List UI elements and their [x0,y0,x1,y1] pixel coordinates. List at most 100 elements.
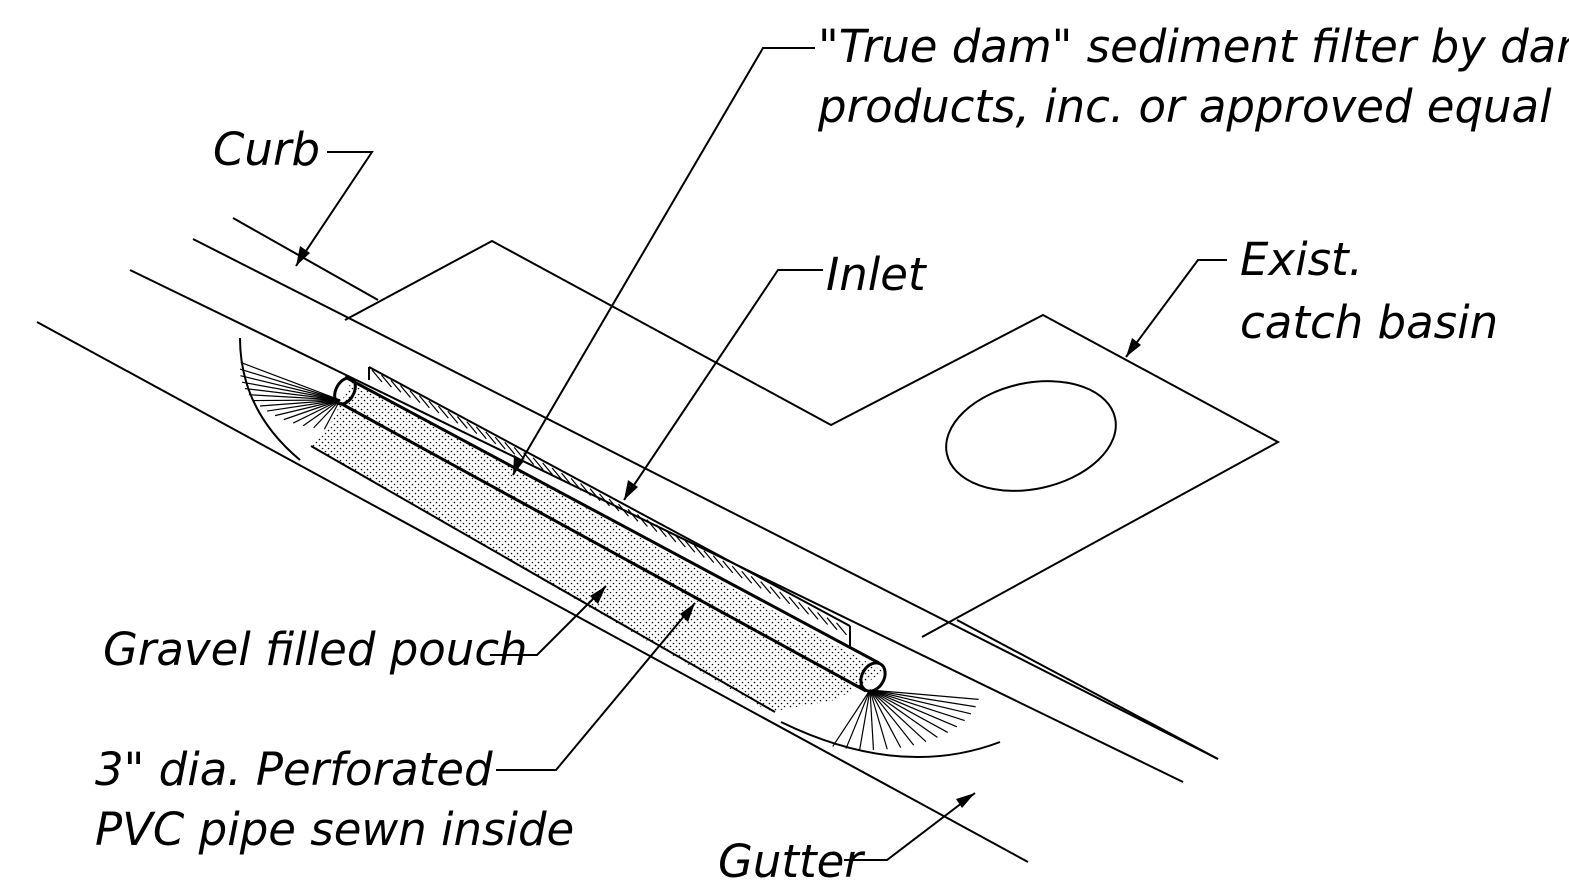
right-fan-line [869,689,979,700]
right-fan-line [869,689,976,708]
right-fan-line [869,689,875,751]
inlet-hatch-line [807,606,819,620]
right-fan-line [869,689,949,733]
inlet-hatch-line [741,570,753,584]
left-fan-line [253,399,341,402]
right-fan-line [869,689,972,715]
curb-label: Curb [213,123,320,176]
left-fan-line [292,399,341,424]
pipe-label-line1: 3" dia. Perforated [95,743,493,796]
right-fan-line [869,689,888,750]
pipe-label-line2: PVC pipe sewn inside [95,803,574,856]
inlet-hatch-line [646,519,658,533]
inlet-hatch-line [589,488,601,502]
inlet-hatch-line [437,405,449,419]
left-fan-line [323,399,341,430]
inlet-hatch-line [826,617,838,631]
right-fan-line [845,689,871,749]
basin-label-line2: catch basin [1240,296,1498,349]
left-fan-line [241,381,341,401]
left-fan-line [240,361,341,401]
catch-basin-grate [945,380,1117,492]
inlet-hatch-line [599,493,610,507]
inlet-hatch-line [381,374,392,388]
inlet-hatch-line [817,612,829,625]
right-fan-line [859,689,871,750]
inlet-hatch-line [636,514,648,527]
inlet-hatch-line [399,385,411,398]
right-fan-line [869,689,965,722]
basin-label-line1: Exist. [1240,233,1363,286]
inlet-hatch-line [788,596,800,610]
inlet-opening [368,366,851,646]
leader-pouch [490,585,607,656]
left-fan-line [283,399,341,421]
inlet-hatch-line [703,550,715,563]
inlet-hatch-line [608,498,620,512]
inlet-hatch-line [570,477,582,491]
inlet-hatch-line [561,472,573,486]
catch-basin-outline [344,239,1281,638]
inlet-hatch-line [532,457,544,471]
inlet-hatch-line [769,586,781,600]
inlet-hatch-line [674,534,686,548]
inlet-hatch-line [712,555,724,569]
inlet-hatch-line [409,390,421,404]
left-fan-line [244,387,341,401]
inlet-hatch-line [618,503,629,517]
inlet-hatch-line [494,436,506,450]
inlet-hatch-line [731,565,743,579]
leader-pipe [496,602,696,771]
inlet-hatch-line [798,601,810,615]
left-fan-line [302,399,341,427]
inlet-hatch-line [693,545,705,558]
curb-gutter-lines [36,217,1219,863]
inlet-hatch-line [466,421,478,434]
right-fan-line [869,689,958,728]
inlet-hatch-line [475,426,487,440]
right-fan-line [869,689,938,738]
inlet-hatch-line [684,539,696,553]
inlet-hatch-line [371,369,383,383]
inlet-hatch-line [580,483,592,496]
inlet-hatch-line [447,410,459,424]
right-fan-line [869,689,915,746]
gutter-label: Gutter [718,835,865,888]
right-fan-line [832,689,871,747]
inlet-hatch-line [627,508,639,522]
leader-basin [1125,259,1227,358]
left-fan-line [240,375,341,401]
filter-label-line2: products, inc. or approved equal [817,80,1552,133]
left-fan-line [248,394,341,401]
left-fan-line [274,399,341,417]
inlet-hatch-line [760,581,772,594]
inlet-hatch-line [456,416,468,429]
left-fan-line [313,399,341,429]
pvc-pipe [333,375,887,693]
inlet-hatch-line [551,467,563,481]
inlet-hatch-line [428,400,440,414]
leader-inlet [623,269,823,501]
inlet-hatch [371,369,847,636]
inlet-hatch-line [655,524,667,538]
inlet-label: Inlet [826,248,928,301]
left-fan [239,337,341,461]
inlet-hatch-line [504,441,516,455]
inlet-hatch-line [750,576,762,589]
left-fan-line [259,399,341,407]
filter-label-line1: "True dam" sediment filter by dandy [818,20,1569,73]
leader-gutter [844,792,976,861]
inlet-hatch-line [542,462,554,476]
leader-filter [512,47,815,476]
inlet-hatch-line [390,379,402,393]
left-fan-line [239,368,341,401]
left-fan-line [267,399,341,412]
gravel-pouch [311,380,885,712]
inlet-hatch-line [665,529,677,543]
inlet-hatch-line [418,395,430,409]
right-fan-line [869,689,902,748]
pouch-label: Gravel filled pouch [103,623,528,676]
inlet-hatch-line [485,431,497,445]
right-fan [780,689,1001,758]
